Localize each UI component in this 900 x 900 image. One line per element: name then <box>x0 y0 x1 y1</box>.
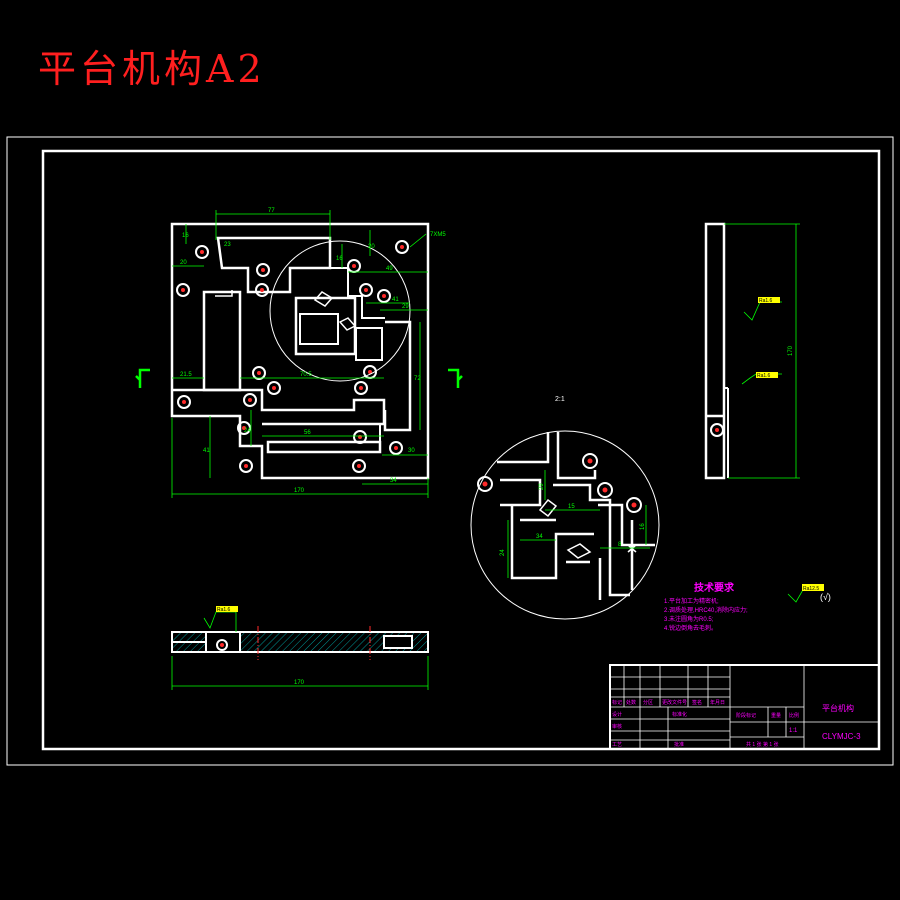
detail-dim-16: 16 <box>640 523 646 530</box>
dim-right-41: 41 <box>392 297 399 303</box>
dim-mid-56: 56 <box>304 430 311 436</box>
general-roughness: Ra12.5 <box>803 586 819 592</box>
tb-label-mark: 标记 <box>612 699 622 706</box>
tb-head-sign: 签名 <box>692 699 702 706</box>
tb-head-zone: 分区 <box>643 699 653 706</box>
tb-head-count: 处数 <box>626 699 636 706</box>
dim-left-20: 20 <box>180 260 187 266</box>
general-roughness-note: (√) <box>820 592 831 602</box>
dim-mid-16: 16 <box>336 256 343 262</box>
tb-part-name: 平台机构 <box>822 703 854 713</box>
dim-right-49: 49 <box>386 266 393 272</box>
tech-req-item-4: 4.锐边倒角去毛刺。 <box>664 624 717 632</box>
tb-label-process: 工艺 <box>612 742 622 748</box>
dim-bottom-34: 34 <box>390 478 397 484</box>
detail-dim-29: 29 <box>539 483 545 490</box>
tb-label-review: 审核 <box>612 723 622 730</box>
dim-mid-70: 70.5 <box>300 372 312 378</box>
dim-right-29: 29 <box>402 304 409 310</box>
tech-req-item-3: 3.未注圆角为R0.5; <box>664 615 714 623</box>
detail-view: 2:1 <box>470 396 660 620</box>
drawing-title: 平台机构A2 <box>38 47 266 91</box>
dim-left-21: 21.5 <box>180 372 192 378</box>
detail-dim-15: 15 <box>568 504 575 510</box>
tb-label-approve: 批准 <box>674 741 684 748</box>
dim-mid-24: 24 <box>244 428 251 434</box>
dim-mid-23: 23 <box>224 242 231 248</box>
tb-drawing-no: CLYMJC-3 <box>822 732 861 741</box>
tb-scale-value: 1:1 <box>789 728 798 734</box>
tb-head-date: 年月日 <box>710 699 725 706</box>
outer-border <box>6 136 894 766</box>
detail-dim-8: 8 <box>618 542 622 548</box>
tb-label-scale: 比例 <box>789 712 799 719</box>
detail-dim-34: 34 <box>536 534 543 540</box>
side-view: Ra1.6 Ra1.6 170 <box>704 222 800 480</box>
dim-overall-170: 170 <box>294 488 305 494</box>
title-block: 标记 处数 分区 更改文件号 签名 年月日 设计 标准化 审核 工艺 批准 阶段… <box>609 664 880 750</box>
tb-head-docno: 更改文件号 <box>662 699 687 706</box>
dim-left-41: 41 <box>203 448 210 454</box>
tech-req-item-1: 1.平台加工为精密机; <box>664 597 719 605</box>
tech-req-heading: 技术要求 <box>694 581 735 594</box>
tb-label-design: 设计 <box>612 711 622 718</box>
plan-view: 77 170 20 16 21.5 70.5 56 72 49 41 29 34… <box>135 208 463 498</box>
tb-sheet-info: 共 1 张 第 1 张 <box>746 741 779 748</box>
bottom-view: Ra1.6 170 <box>171 606 429 690</box>
detail-dim-24: 24 <box>500 549 506 556</box>
tech-requirements: 技术要求 1.平台加工为精密机; 2.调质处理,HRC40,消除内应力; 3.未… <box>664 581 831 632</box>
hole-note: 7XM5 <box>430 232 446 238</box>
tech-req-item-2: 2.调质处理,HRC40,消除内应力; <box>664 606 748 614</box>
dim-right-72: 72 <box>414 376 421 382</box>
dim-right-30: 30 <box>408 448 415 454</box>
bottom-dim-170: 170 <box>294 680 305 686</box>
detail-scale: 2:1 <box>555 396 565 403</box>
dim-right-20: 20 <box>368 244 375 250</box>
tb-label-standard: 标准化 <box>672 711 687 718</box>
side-roughness-bottom: Ra1.6 <box>757 373 771 379</box>
bottom-roughness: Ra1.6 <box>217 607 231 613</box>
dim-top-77: 77 <box>268 208 275 214</box>
inner-border <box>41 149 881 751</box>
tb-label-weight: 重量 <box>771 712 781 719</box>
tb-label-stage: 阶段标记 <box>736 712 756 719</box>
side-roughness-top: Ra1.6 <box>759 298 773 304</box>
dim-left-16: 16 <box>182 233 189 239</box>
side-dim-170: 170 <box>788 345 794 356</box>
